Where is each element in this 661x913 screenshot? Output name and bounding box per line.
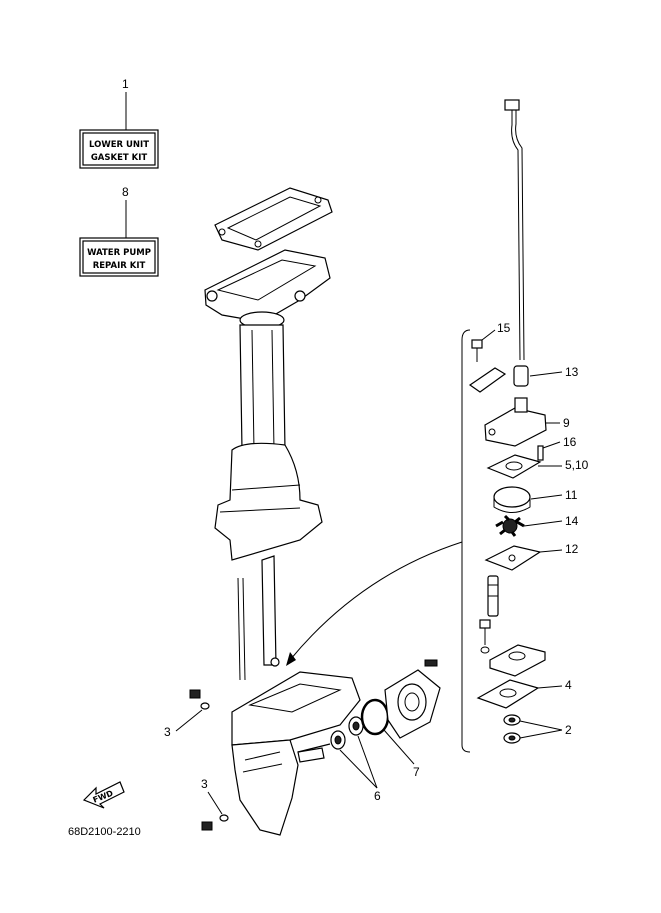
kit-8-line2: REPAIR KIT (93, 261, 146, 271)
part-2-seals: 2 (503, 714, 572, 744)
callout-12: 12 (565, 542, 579, 556)
pump-base-plate (489, 644, 546, 677)
kit-1-line2: GASKET KIT (91, 153, 148, 163)
callout-3a: 3 (164, 725, 171, 739)
upper-casing (204, 249, 331, 681)
assembly-arrowhead (286, 652, 296, 666)
callout-15: 15 (497, 321, 511, 335)
part-12-outer-plate: 12 (484, 542, 579, 571)
fwd-arrow-icon: FWD (82, 781, 125, 809)
part-3-lower: 3 (201, 777, 229, 831)
callout-13: 13 (565, 365, 579, 379)
drawing-code: 68D2100-2210 (68, 826, 141, 838)
callout-9: 9 (563, 416, 570, 430)
callout-3b: 3 (201, 777, 208, 791)
part-4-gasket: 4 (476, 678, 572, 709)
kit-8-line1: WATER PUMP (87, 248, 151, 258)
pump-group-bracket (461, 329, 471, 753)
water-pump-repair-kit: 8 WATER PUMP REPAIR KIT (79, 185, 159, 277)
lower-gearcase (231, 657, 361, 836)
callout-7: 7 (413, 765, 420, 779)
kit-box-1 (79, 129, 159, 169)
part-14-impeller: 14 (495, 514, 579, 537)
callout-6: 6 (374, 789, 381, 803)
part-5-10-gasket: 5,10 (486, 454, 589, 479)
callout-8: 8 (122, 185, 129, 199)
bearing-housing (384, 659, 441, 739)
drive-sleeve (487, 575, 499, 617)
small-bolt (479, 619, 491, 654)
top-gasket (214, 187, 333, 251)
callout-1: 1 (122, 77, 129, 91)
kit-1-line1: LOWER UNIT (89, 140, 149, 150)
water-tube (504, 99, 525, 361)
part-6-seals: 6 (330, 716, 381, 803)
assembly-arrow (289, 541, 463, 661)
part-16-pin: 16 (537, 435, 577, 461)
part-3-upper: 3 (164, 689, 210, 739)
callout-11: 11 (565, 488, 578, 502)
plate-washer (468, 367, 507, 393)
callout-4: 4 (565, 678, 572, 692)
shaft (297, 743, 331, 753)
kit-box-8 (79, 237, 159, 277)
part-15-bolt: 15 (471, 321, 511, 362)
part-9-pump-housing: 9 (484, 397, 570, 447)
callout-14: 14 (565, 514, 579, 528)
callout-5-10: 5,10 (565, 458, 589, 472)
lower-unit-gasket-kit: 1 LOWER UNIT GASKET KIT (79, 77, 159, 169)
part-11-insert-cup: 11 (493, 486, 578, 513)
part-13-grommet: 13 (513, 365, 579, 387)
callout-16: 16 (563, 435, 577, 449)
callout-2: 2 (565, 723, 572, 737)
